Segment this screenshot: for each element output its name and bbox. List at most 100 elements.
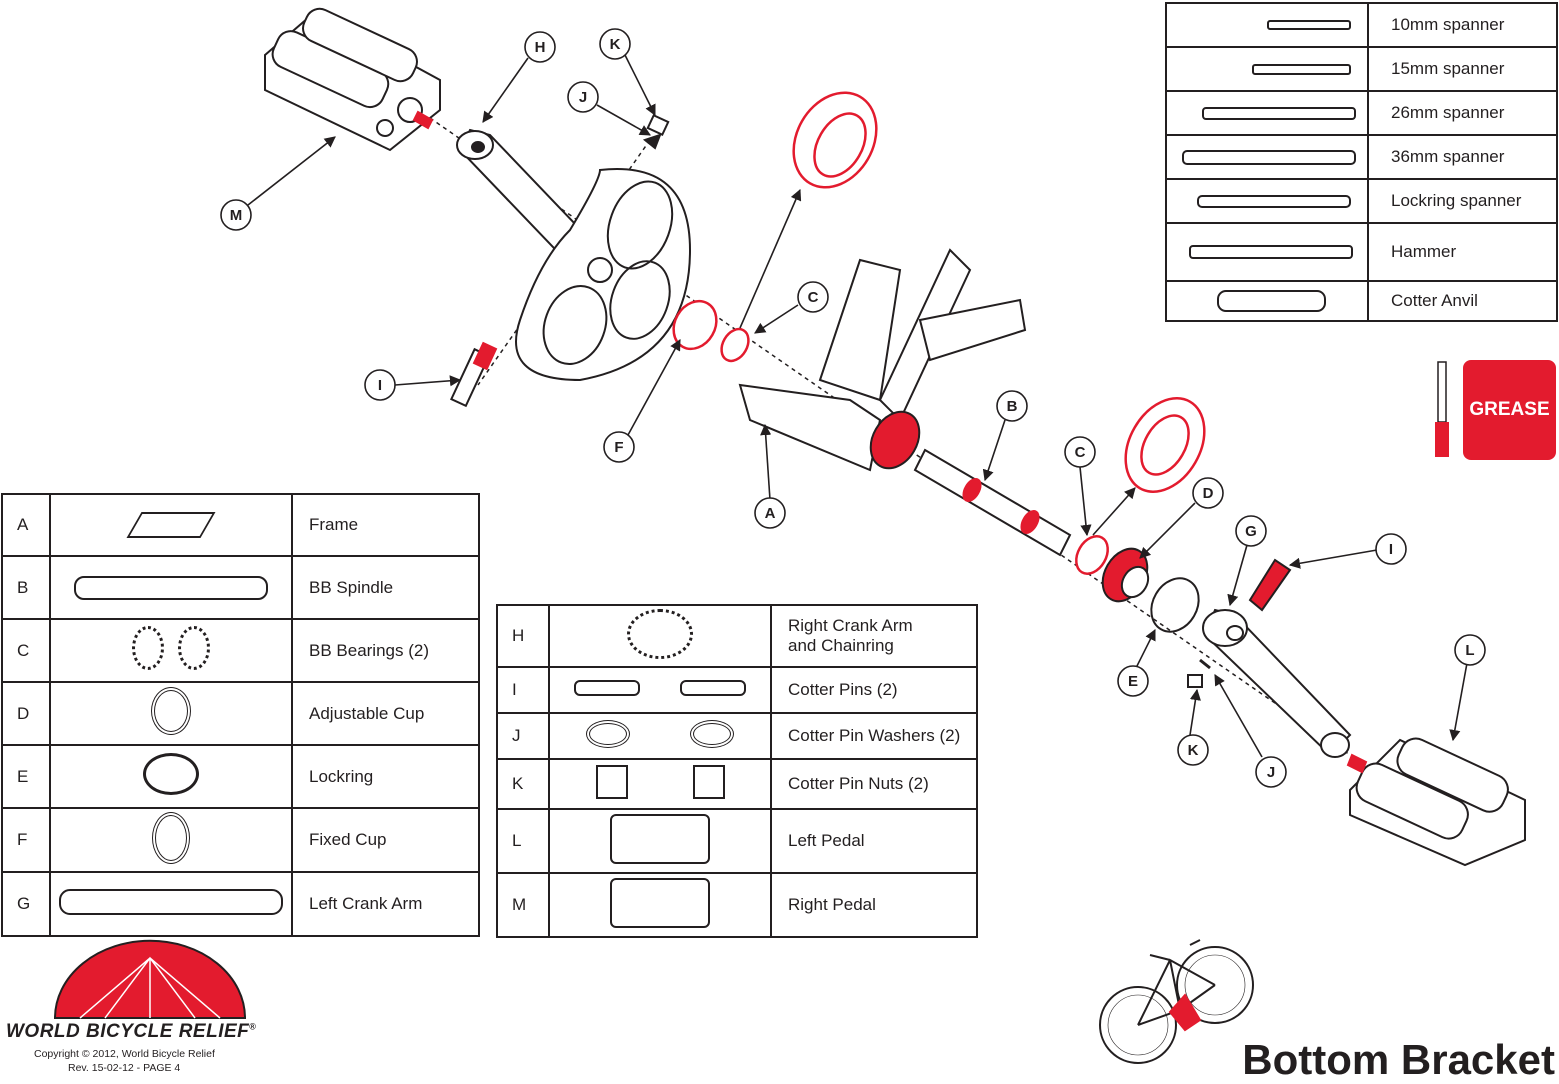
tool-label: 15mm spanner xyxy=(1367,46,1558,92)
svg-text:B: B xyxy=(1007,398,1018,415)
callout-k: K xyxy=(599,28,631,60)
part-row: D Adjustable Cup xyxy=(1,681,480,746)
part-row: J Cotter Pin Washers (2) xyxy=(496,712,978,760)
tool-row: 36mm spanner xyxy=(1165,134,1558,180)
callout-k-bottom: K xyxy=(1177,734,1209,766)
tool-label: Cotter Anvil xyxy=(1367,280,1558,322)
tool-row: 26mm spanner xyxy=(1165,90,1558,136)
revision: Rev. 15-02-12 - PAGE 4 xyxy=(68,1062,181,1074)
adjustable-cup-icon xyxy=(151,687,191,735)
part-name: BB Bearings (2) xyxy=(291,618,480,683)
lockring-icon xyxy=(143,753,199,795)
callout-d: D xyxy=(1192,477,1224,509)
part-row: I Cotter Pins (2) xyxy=(496,666,978,714)
part-letter: J xyxy=(496,712,550,760)
world-bicycle-relief-logo xyxy=(53,939,247,1019)
hammer-icon xyxy=(1189,245,1353,259)
part-letter: D xyxy=(1,681,51,746)
tool-label: Hammer xyxy=(1367,222,1558,282)
callouts: H K J M C I F A B C D G I L E K J xyxy=(220,28,1486,788)
callout-m: M xyxy=(220,199,252,231)
tool-label: Lockring spanner xyxy=(1367,178,1558,224)
right-pedal-icon xyxy=(610,877,710,928)
callout-a: A xyxy=(754,497,786,529)
svg-text:J: J xyxy=(1267,764,1275,781)
tool-row: Cotter Anvil xyxy=(1165,280,1558,322)
svg-text:I: I xyxy=(1389,541,1393,558)
lockring-spanner-icon xyxy=(1197,194,1351,208)
part-name: Fixed Cup xyxy=(291,807,480,873)
part-row: A Frame xyxy=(1,493,480,557)
part-name-line2: and Chainring xyxy=(788,636,894,655)
tool-label: 26mm spanner xyxy=(1367,90,1558,136)
callout-j: J xyxy=(567,81,599,113)
tools-table: 10mm spanner 15mm spanner 26mm spanner 3… xyxy=(1165,2,1558,322)
copyright: Copyright © 2012, World Bicycle Relief xyxy=(34,1048,215,1060)
callout-h: H xyxy=(524,31,556,63)
svg-text:I: I xyxy=(378,377,382,394)
part-name: Right Crank Arm xyxy=(788,616,913,635)
bicycle-thumbnail-icon xyxy=(1099,939,1254,1064)
part-letter: A xyxy=(1,493,51,557)
callout-l: L xyxy=(1454,634,1486,666)
part-letter: G xyxy=(1,871,51,937)
callout-g: G xyxy=(1235,515,1267,547)
callout-f: F xyxy=(603,431,635,463)
callout-j-bottom: J xyxy=(1255,756,1287,788)
grease-tube-icon xyxy=(1435,361,1449,457)
part-name: Cotter Pin Washers (2) xyxy=(788,726,961,745)
part-row: M Right Pedal xyxy=(496,872,978,938)
page-title: Bottom Bracket xyxy=(1242,1036,1555,1083)
part-row: E Lockring xyxy=(1,744,480,809)
callout-e: E xyxy=(1117,665,1149,697)
callout-b: B xyxy=(996,390,1028,422)
callout-c: C xyxy=(797,281,829,313)
tool-row: 15mm spanner xyxy=(1165,46,1558,92)
spanner-10mm-icon xyxy=(1267,20,1351,30)
spanner-15mm-icon xyxy=(1252,63,1351,75)
part-name: Lockring xyxy=(291,744,480,809)
part-letter: I xyxy=(496,666,550,714)
svg-text:M: M xyxy=(230,207,243,224)
part-row: L Left Pedal xyxy=(496,808,978,874)
svg-text:F: F xyxy=(614,439,623,456)
tool-label: 10mm spanner xyxy=(1367,2,1558,48)
svg-text:C: C xyxy=(1075,444,1086,461)
callout-i-right: I xyxy=(1375,533,1407,565)
part-row: B BB Spindle xyxy=(1,555,480,620)
tool-row: 10mm spanner xyxy=(1165,2,1558,48)
callout-i: I xyxy=(364,369,396,401)
part-name: Left Crank Arm xyxy=(291,871,480,937)
parts-table-left: A Frame B BB Spindle C BB Bearings (2) D… xyxy=(1,493,480,937)
bb-spindle-icon xyxy=(74,575,268,600)
svg-text:D: D xyxy=(1203,485,1214,502)
part-name: Adjustable Cup xyxy=(291,681,480,746)
part-name: Cotter Pins (2) xyxy=(788,680,898,699)
part-letter: C xyxy=(1,618,51,683)
svg-text:A: A xyxy=(765,505,776,522)
left-crank-drawing xyxy=(1202,608,1352,758)
svg-text:C: C xyxy=(808,289,819,306)
part-row: K Cotter Pin Nuts (2) xyxy=(496,758,978,810)
part-name: Left Pedal xyxy=(788,831,865,850)
part-name: BB Spindle xyxy=(291,555,480,620)
part-row: C BB Bearings (2) xyxy=(1,618,480,683)
grease-label: GREASE xyxy=(1469,399,1550,420)
fixed-cup-icon xyxy=(152,811,190,864)
frame-icon xyxy=(126,512,216,538)
spindle-drawing xyxy=(913,448,1072,557)
svg-text:L: L xyxy=(1465,642,1474,659)
cotter-pin-washers-icon xyxy=(586,719,630,748)
part-name: Cotter Pin Nuts (2) xyxy=(788,774,929,793)
left-pedal-icon xyxy=(610,813,710,864)
tool-row: Lockring spanner xyxy=(1165,178,1558,224)
svg-text:E: E xyxy=(1128,673,1138,690)
svg-text:H: H xyxy=(535,39,546,56)
part-letter: L xyxy=(496,808,550,874)
left-pedal-drawing xyxy=(1346,737,1526,867)
right-crank-drawing xyxy=(456,128,692,382)
part-row: G Left Crank Arm xyxy=(1,871,480,937)
